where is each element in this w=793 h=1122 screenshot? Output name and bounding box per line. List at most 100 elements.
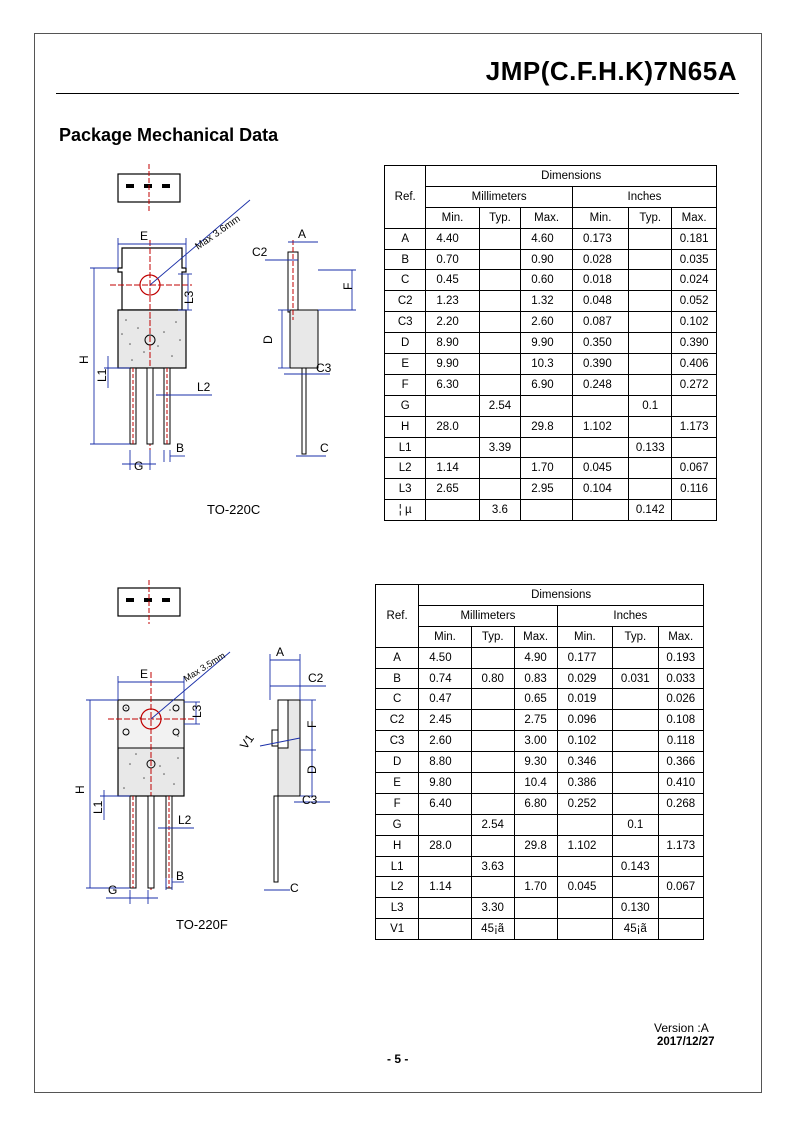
- value-cell: [478, 311, 522, 334]
- page-number: - 5 -: [387, 1052, 409, 1066]
- value-cell: [612, 876, 659, 899]
- to220c-top-view: [117, 164, 181, 212]
- value-cell: [478, 373, 522, 396]
- value-cell: 4.60: [520, 227, 573, 250]
- value-cell: 10.3: [520, 353, 573, 375]
- value-cell: 0.028: [571, 248, 630, 271]
- to220f-label-C2: C2: [308, 671, 324, 685]
- value-cell: [571, 499, 630, 522]
- value-cell: [628, 227, 673, 250]
- ref-header: Ref.: [374, 584, 420, 648]
- value-cell: 0.173: [571, 227, 630, 250]
- value-cell: 0.024: [671, 269, 717, 292]
- value-cell: 0.268: [657, 792, 705, 815]
- value-cell: [612, 772, 659, 794]
- value-cell: [513, 855, 558, 878]
- to220f-label-C3: C3: [302, 793, 318, 807]
- value-cell: 0.83: [513, 667, 558, 690]
- value-cell: [478, 227, 522, 250]
- ref-cell: C3: [383, 311, 427, 334]
- value-cell: 1.70: [520, 457, 573, 480]
- value-cell: 0.193: [657, 646, 705, 669]
- ref-cell: L3: [374, 897, 420, 920]
- to220f-label-H: H: [73, 785, 87, 794]
- value-cell: 0.1: [612, 813, 659, 836]
- value-cell: [556, 813, 614, 836]
- value-cell: [478, 457, 522, 480]
- value-cell: 45¡ã: [470, 918, 515, 941]
- value-cell: [628, 478, 673, 501]
- ref-header: Ref.: [383, 165, 427, 229]
- value-cell: 6.80: [513, 792, 558, 815]
- ref-cell: G: [383, 394, 427, 417]
- subheader-cell: Min.: [556, 625, 614, 648]
- to220f-drawing: E Max 3.5mm A C2 L3 F V1 D H L1 L2 C3 B …: [73, 580, 330, 904]
- value-cell: 45¡ã: [612, 918, 659, 941]
- value-cell: 0.052: [671, 290, 717, 313]
- millimeters-header: Millimeters: [418, 604, 558, 627]
- ref-cell: L1: [383, 436, 427, 459]
- value-cell: [425, 499, 480, 522]
- table-header-row: Ref.Dimensions: [383, 165, 717, 229]
- value-cell: 9.90: [520, 332, 573, 355]
- ref-cell: L2: [383, 457, 427, 480]
- to220c-label-max-hole: Max 3.6mm: [193, 213, 242, 252]
- ref-cell: E: [374, 772, 420, 794]
- value-cell: 3.39: [478, 436, 522, 459]
- value-cell: [478, 332, 522, 355]
- value-cell: 0.45: [425, 269, 480, 292]
- to220f-label-E: E: [140, 667, 148, 681]
- value-cell: 0.74: [418, 667, 472, 690]
- value-cell: 0.104: [571, 478, 630, 501]
- subheader-cell: Max.: [657, 625, 705, 648]
- value-cell: 0.272: [671, 373, 717, 396]
- ref-cell: C2: [383, 290, 427, 313]
- value-cell: [612, 688, 659, 711]
- value-cell: 0.390: [671, 332, 717, 355]
- value-cell: 8.90: [425, 332, 480, 355]
- table-header-row: Ref.Dimensions: [374, 584, 704, 648]
- value-cell: 0.067: [657, 876, 705, 899]
- value-cell: 0.410: [657, 772, 705, 794]
- to220c-label-C2: C2: [252, 245, 268, 259]
- value-cell: 0.70: [425, 248, 480, 271]
- value-cell: 0.087: [571, 311, 630, 334]
- subheader-cell: Max.: [513, 625, 558, 648]
- value-cell: 2.95: [520, 478, 573, 501]
- value-cell: 1.14: [418, 876, 472, 899]
- value-cell: 0.350: [571, 332, 630, 355]
- value-cell: [418, 813, 472, 836]
- ref-cell: D: [374, 751, 420, 774]
- value-cell: [556, 918, 614, 941]
- value-cell: [612, 646, 659, 669]
- value-cell: [478, 478, 522, 501]
- value-cell: 0.406: [671, 353, 717, 375]
- value-cell: 2.65: [425, 478, 480, 501]
- value-cell: 1.173: [671, 415, 717, 438]
- value-cell: 0.116: [671, 478, 717, 501]
- value-cell: 4.90: [513, 646, 558, 669]
- value-cell: [657, 813, 705, 836]
- value-cell: [612, 792, 659, 815]
- to220f-top-view: [117, 580, 181, 624]
- subheader-cell: Max.: [520, 206, 573, 229]
- value-cell: [470, 646, 515, 669]
- value-cell: 0.143: [612, 855, 659, 878]
- value-cell: 29.8: [520, 415, 573, 438]
- value-cell: 4.40: [425, 227, 480, 250]
- value-cell: 0.096: [556, 709, 614, 732]
- subheader-cell: Max.: [671, 206, 717, 229]
- value-cell: 1.14: [425, 457, 480, 480]
- to220c-side-dimension-lines: [265, 241, 356, 457]
- page-frame: [34, 33, 762, 1093]
- subheader-cell: Typ.: [612, 625, 659, 648]
